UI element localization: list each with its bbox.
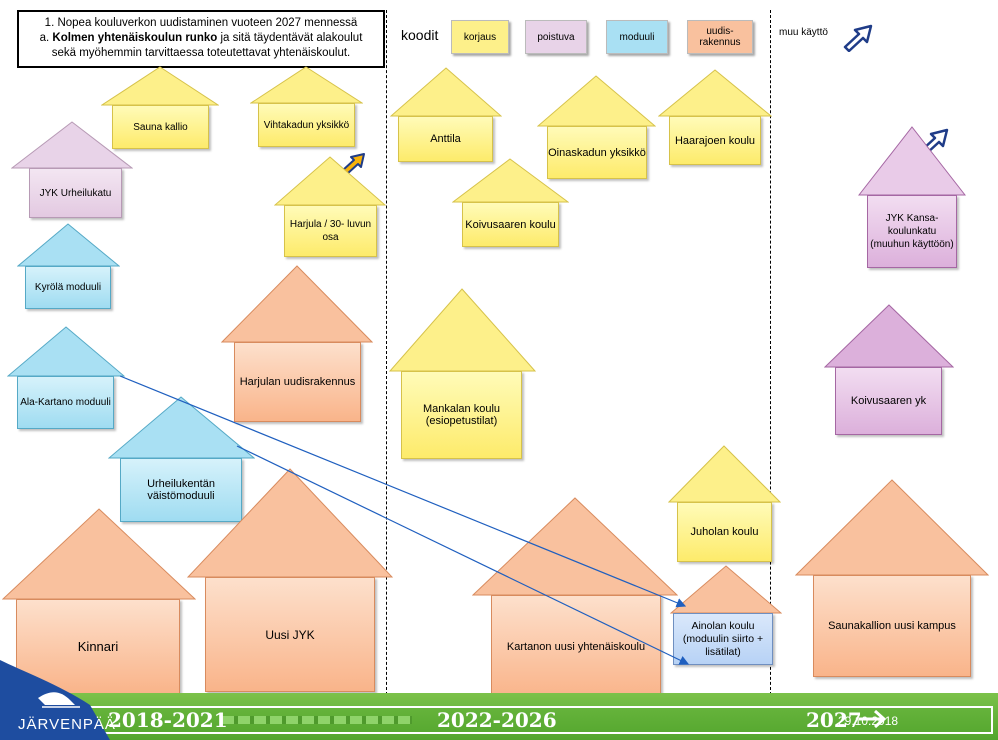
house-koivusaari: Koivusaaren koulu: [452, 158, 569, 248]
legend-title: koodit: [401, 27, 439, 43]
legend-other-use: muu käyttö: [779, 27, 828, 38]
arrow-urheilukentta-to-ainola: [236, 445, 690, 665]
house-anttila: Anttila: [390, 67, 502, 163]
house-oinaskatu: Oinaskadun yksikkö: [537, 75, 656, 180]
legend-korjaus: korjaus: [451, 20, 509, 54]
arrow-alakartano-to-ainola: [119, 375, 687, 608]
house-harjula-uudis: Harjulan uudisrakennus: [221, 265, 373, 423]
logo-text: JÄRVENPÄÄ: [18, 716, 116, 733]
house-saunakallio-kampus: Saunakallion uusi kampus: [795, 479, 989, 678]
timeline-dash-strip: [222, 716, 412, 724]
period-divider-1: [386, 10, 387, 710]
period-2027: 2027: [806, 708, 862, 732]
house-koivusaari-yk: Koivusaaren yk: [824, 304, 954, 436]
house-kinnari: Kinnari: [2, 508, 196, 695]
period-2018-2021: 2018-2021: [108, 708, 228, 732]
house-ainola: Ainolan koulu (moduulin siirto + lisätil…: [670, 565, 782, 666]
house-haarajoki: Haarajoen koulu: [658, 69, 772, 166]
house-uusi-jyk: Uusi JYK: [187, 468, 393, 693]
date-label: 29.10.2018: [838, 714, 899, 728]
period-arrow-icon: [859, 709, 887, 729]
house-kartano: Kartanon uusi yhtenäiskoulu: [472, 497, 678, 699]
period-divider-2: [770, 10, 771, 710]
legend-uudisrakennus: uudis-rakennus: [687, 20, 753, 54]
house-alakartano: Ala-Kartano moduuli: [7, 326, 125, 430]
house-urheilukentta: Urheilukentän väistömoduuli: [108, 396, 255, 523]
house-kyrola: Kyrölä moduuli: [17, 223, 120, 310]
house-jyk-kansa: JYK Kansa-koulunkatu (muuhun käyttöön): [858, 126, 966, 269]
legend-poistuva: poistuva: [525, 20, 587, 54]
jarvenpaa-logo-icon: [0, 660, 110, 740]
period-2022-2026: 2022-2026: [437, 708, 557, 732]
other-use-arrow-icon: [843, 24, 873, 52]
house-saunakallio: Sauna kallio: [101, 66, 219, 150]
timeline-band: [4, 706, 993, 734]
house-harjula-30: Harjula / 30- luvun osa: [274, 156, 386, 258]
house-vihtakatu: Vihtakadun yksikkö: [250, 66, 363, 148]
harjula-arrow-icon: [342, 153, 365, 175]
legend-moduuli: moduuli: [606, 20, 668, 54]
house-juhola: Juholan koulu: [668, 445, 781, 563]
house-mankala: Mankalan koulu (esiopetustilat): [389, 288, 536, 460]
house-jyk-urheilukatu: JYK Urheilukatu: [11, 121, 133, 219]
info-line-2: a. Kolmen yhtenäiskoulun runko ja sitä t…: [39, 32, 363, 44]
info-box: 1. Nopea kouluverkon uudistaminen vuotee…: [17, 10, 385, 68]
info-line-3: sekä myöhemmin tarvittaessa toteutettava…: [51, 47, 351, 59]
info-line-1: 1. Nopea kouluverkon uudistaminen vuotee…: [44, 17, 358, 29]
